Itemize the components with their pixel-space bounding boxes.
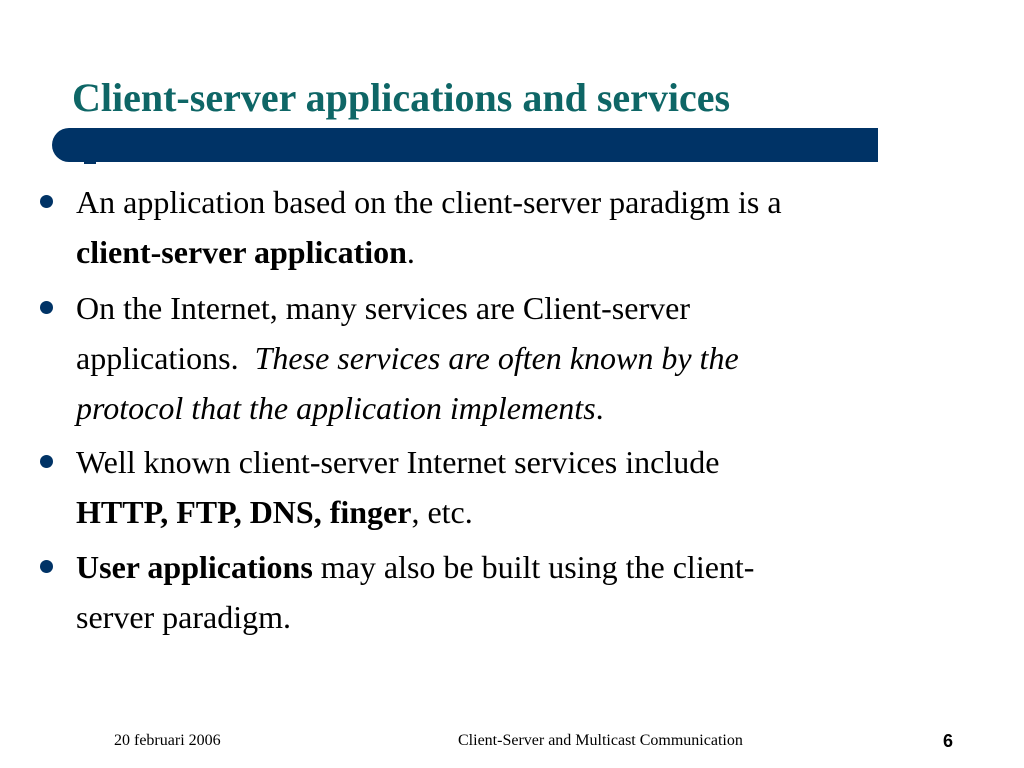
footer-title: Client-Server and Multicast Communicatio… [458, 732, 743, 749]
bullet-2-line2-italic: These services are often known by the [254, 340, 739, 376]
bullet-text-1: An application based on the client-serve… [76, 177, 976, 277]
bullet-text-4: User applications may also be built usin… [76, 542, 976, 642]
page-number: 6 [943, 731, 954, 751]
bullet-2-line3-italic: protocol that the application implements [76, 390, 596, 426]
bullet-text-2: On the Internet, many services are Clien… [76, 283, 976, 433]
bullet-3-line1: Well known client-server Internet servic… [76, 444, 720, 480]
bullet-1-line2-end: . [406, 234, 415, 270]
bullet-2-line2-plain: applications. [76, 340, 239, 376]
bullet-1-line1: An application based on the client-serve… [76, 184, 782, 220]
title-bar-notch [84, 160, 96, 164]
bullet-4-line1-plain: may also be built using the client- [320, 549, 755, 585]
bullet-dot-icon [40, 301, 53, 314]
bullet-dot-icon [40, 560, 53, 573]
bullet-2-line3-end: . [595, 390, 604, 426]
slide-title: Client-server applications and services [72, 75, 731, 120]
bullet-4-line2: server paradigm. [76, 599, 292, 635]
title-underline-bar [52, 128, 878, 162]
bullet-1-bold-term: client-server application [76, 234, 407, 270]
bullet-2-line1: On the Internet, many services are Clien… [76, 290, 690, 326]
bullet-dot-icon [40, 455, 53, 468]
bullet-4-bold-term: User applications [76, 549, 313, 585]
bullet-text-3: Well known client-server Internet servic… [76, 437, 976, 537]
bullet-dot-icon [40, 195, 53, 208]
footer-date: 20 februari 2006 [114, 732, 221, 749]
bullet-3-bold-terms: HTTP, FTP, DNS, finger [76, 494, 412, 530]
bullet-3-line2-end: , etc. [411, 494, 473, 530]
